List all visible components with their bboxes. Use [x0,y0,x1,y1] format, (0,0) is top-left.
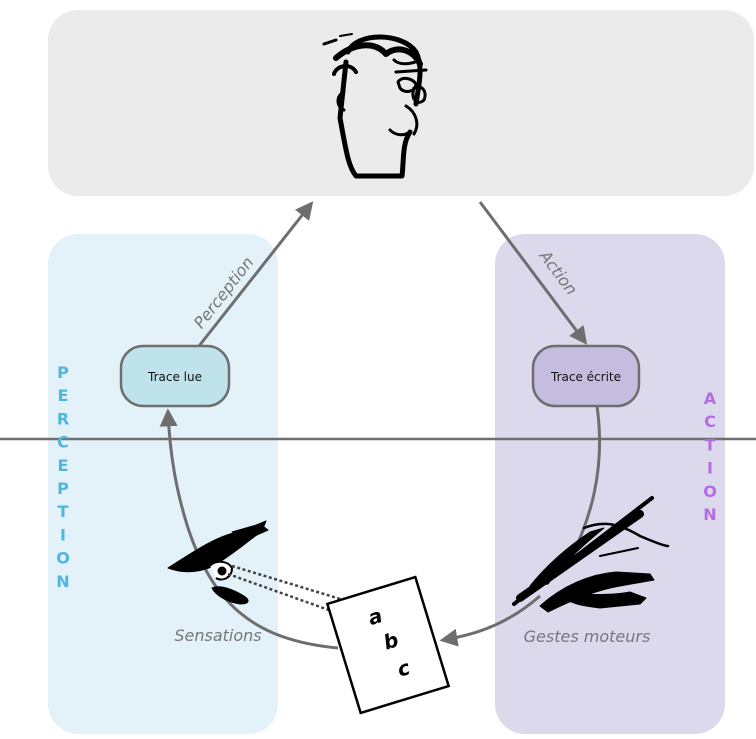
perception-panel [48,234,278,734]
eye-icon [167,520,269,605]
action-letter-0: A [704,389,717,408]
trace-lue-label: Trace lue [147,370,202,384]
action-panel [495,234,725,734]
sight-line-1 [231,564,371,610]
perception-letter-2: R [57,409,69,428]
trace-ecrite-box [531,344,641,408]
gestes-moteurs-label: Gestes moteurs [524,627,651,646]
perception-arrow [197,201,314,347]
sensation-to-trace-lue-arrow [159,408,339,650]
trace-ecrite-label: Trace écrite [550,370,621,384]
perception-letter-8: O [56,549,70,568]
paper-letter-a: a [365,603,385,630]
action-letter-3: I [707,459,713,478]
action-letter-1: C [704,412,716,431]
perception-letter-5: P [57,479,69,498]
perception-letter-3: C [57,433,69,452]
action-arrow [478,201,588,345]
action-letter-2: T [705,435,716,454]
perception-letter-9: N [56,572,69,591]
head-icon [322,33,428,179]
perception-letter-7: I [60,525,66,544]
top-panel [48,10,754,196]
paper-letter-b: b [381,627,402,654]
trace-lue-box [119,344,231,408]
action-letter-4: O [703,482,717,501]
paper-sheet: a b c [325,575,451,715]
gestes-to-paper-arrow [439,594,541,647]
perception-letter-0: P [57,363,69,382]
perception-letter-1: E [58,386,69,405]
action-letter-5: N [703,505,716,524]
perception-letter-4: E [58,456,69,475]
perception-letter-6: T [58,502,69,521]
sensations-label: Sensations [174,626,261,645]
writing-hand-icon [512,496,670,613]
